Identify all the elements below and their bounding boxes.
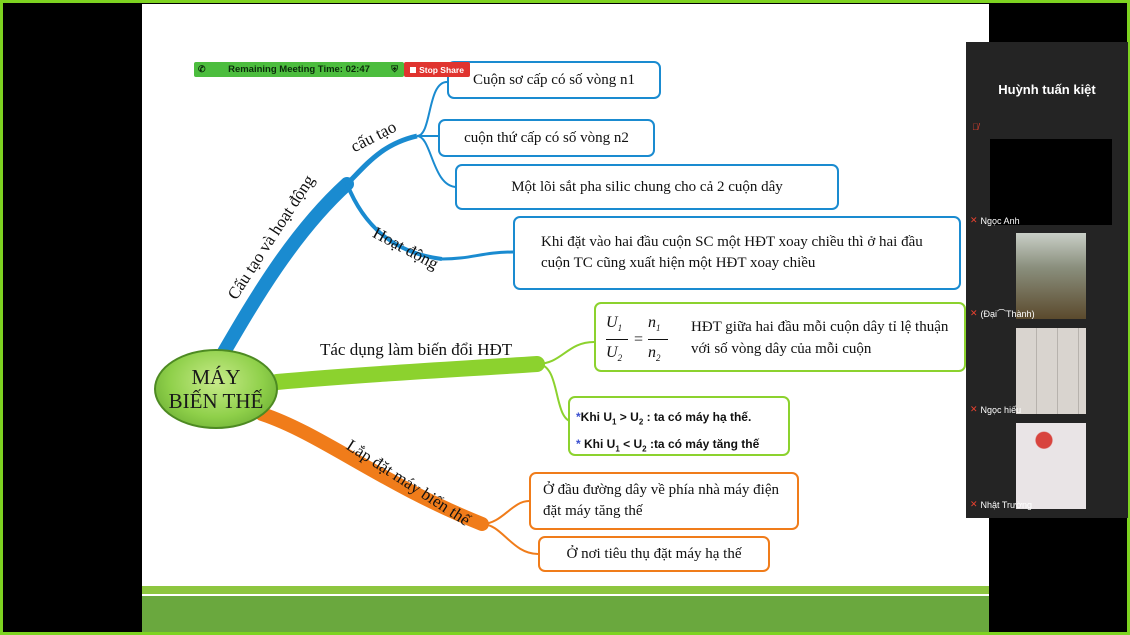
participant-tile[interactable]: ✕(Đại⌒Thành) — [966, 230, 1128, 322]
remaining-time-text: Remaining Meeting Time: 02:47 — [228, 64, 370, 75]
mic-muted-icon: ✕ — [970, 404, 978, 414]
structure-item-primary-coil: Cuộn sơ cấp có số vòng n1 — [447, 61, 661, 99]
operation-description: Khi đặt vào hai đầu cuộn SC một HĐT xoay… — [513, 216, 961, 290]
root-line-1: MÁY — [191, 365, 241, 389]
connector-install-2 — [481, 523, 539, 555]
video-feed — [1016, 328, 1086, 414]
remaining-time-bar: ✆ Remaining Meeting Time: 02:47 ⛨ — [194, 62, 404, 77]
participant-name: (Đại⌒Thành) — [980, 309, 1035, 319]
shield-icon: ⛨ — [391, 64, 398, 74]
branch-function-label: Tác dụng làm biến đổi HĐT — [320, 340, 513, 359]
mic-muted-icon: 🎙̸ — [972, 122, 979, 132]
branch-operation-line — [345, 183, 443, 261]
participant-name: Ngọc Anh — [980, 215, 1020, 226]
install-item-power-plant: Ở đầu đường dây về phía nhà máy điện đặt… — [529, 472, 799, 530]
host-mic-status: 🎙̸ — [972, 122, 979, 132]
ratio-formula: U1 U2 = n1 n2 — [606, 312, 684, 366]
formula-box: U1 U2 = n1 n2 HĐT giữa hai đầu mỗi cuộn … — [594, 302, 966, 372]
branch-structure-line — [213, 177, 354, 366]
connector-install-1 — [481, 500, 530, 525]
connector-operation — [441, 250, 514, 261]
branch-structure-tail — [345, 133, 418, 186]
mic-muted-icon: ✕ — [970, 499, 978, 509]
participants-panel: Huỳnh tuấn kiệt 🎙̸ ✕Ngọc Anh ✕(Đại⌒Thành… — [966, 42, 1128, 518]
slide-footer-stripe — [142, 586, 989, 594]
participant-tile[interactable]: ✕Ngọc Anh — [966, 136, 1128, 228]
participant-tile[interactable]: ✕Nhật Trường — [966, 420, 1128, 512]
case-step-down: *Khi U1 > U2 : ta có máy hạ thế. — [576, 410, 752, 427]
slide-footer-bar — [142, 596, 989, 632]
video-feed — [990, 139, 1112, 225]
stop-share-button[interactable]: Stop Share — [404, 62, 470, 77]
branch-function-line — [269, 356, 545, 390]
root-line-2: BIẾN THẾ — [168, 389, 264, 413]
structure-item-iron-core: Một lõi sắt pha silic chung cho cả 2 cuộ… — [455, 164, 839, 210]
connector-formula — [536, 341, 595, 365]
install-item-consumer: Ở nơi tiêu thụ đặt máy hạ thế — [538, 536, 770, 572]
participant-tile[interactable]: ✕Ngọc hiếu — [966, 325, 1128, 417]
case-step-up: * Khi U1 < U2 :ta có máy tăng thế — [576, 437, 760, 454]
phone-icon: ✆ — [198, 64, 206, 74]
stop-icon — [410, 66, 417, 73]
connector-structure-1 — [416, 81, 448, 137]
host-name: Huỳnh tuấn kiệt — [998, 82, 1096, 97]
mic-muted-icon: ✕ — [970, 215, 978, 225]
connector-structure-3 — [416, 135, 458, 188]
mic-muted-icon: ✕ — [970, 308, 978, 318]
video-feed — [1016, 423, 1086, 509]
participant-name: Nhật Trường — [980, 499, 1032, 510]
cases-box: *Khi U1 > U2 : ta có máy hạ thế. * Khi U… — [568, 396, 790, 456]
participant-name: Ngọc hiếu — [980, 404, 1022, 415]
formula-description: HĐT giữa hai đầu mỗi cuộn dây tỉ lệ thuậ… — [691, 319, 949, 357]
structure-item-secondary-coil: cuộn thứ cấp có số vòng n2 — [438, 119, 655, 157]
stop-share-label: Stop Share — [419, 64, 464, 75]
video-feed — [1016, 233, 1086, 319]
branch-install-line — [255, 407, 489, 531]
